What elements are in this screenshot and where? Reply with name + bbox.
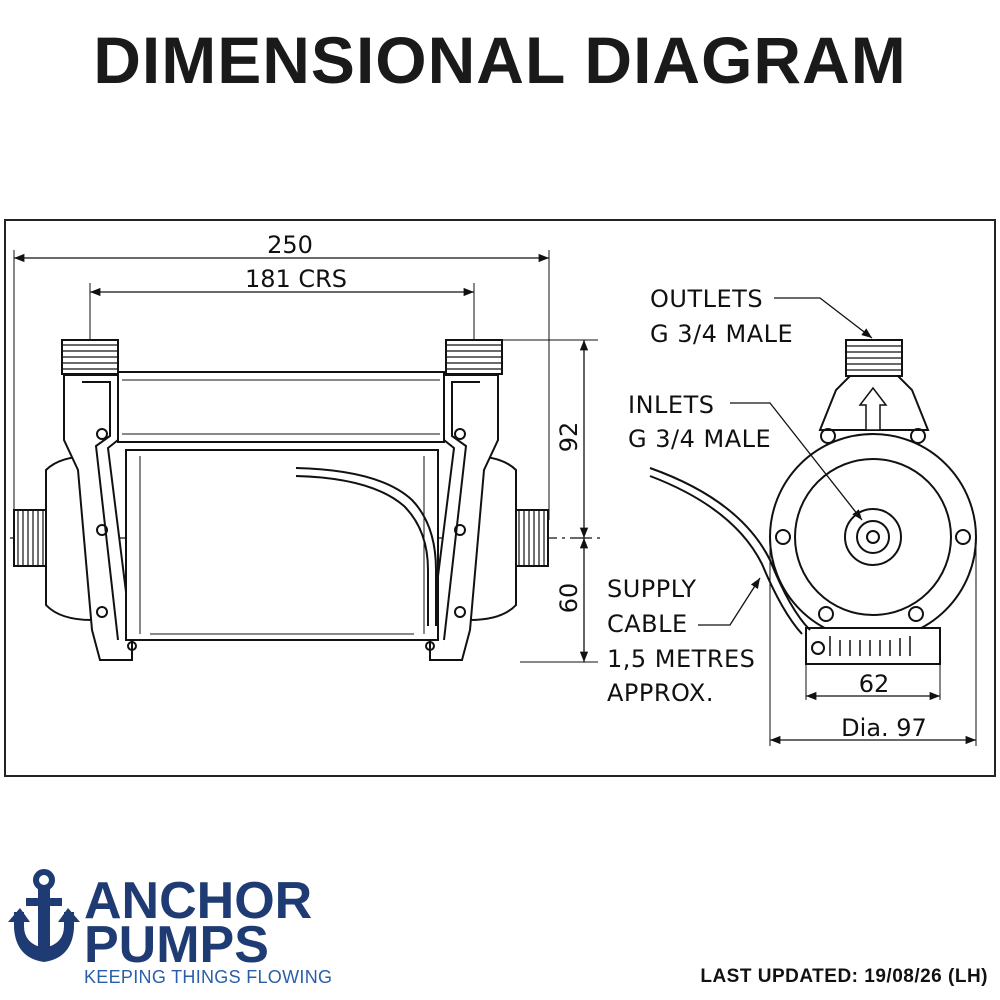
inlets-label: INLETS (628, 391, 714, 419)
page-title: DIMENSIONAL DIAGRAM (93, 23, 907, 97)
pump-end-view (649, 339, 977, 665)
supply-cable-label-3: 1,5 METRES (607, 645, 755, 673)
dim-base-width: 62 (859, 670, 890, 698)
dim-height-lower: 60 (555, 583, 583, 614)
pump-side-view (10, 250, 600, 661)
drawing-frame (4, 219, 996, 777)
brand-line-1: ANCHOR (84, 872, 312, 930)
inlets-thread-label: G 3/4 MALE (628, 425, 771, 453)
brand-line-2: PUMPS (84, 916, 269, 974)
supply-cable-label-2: CABLE (607, 610, 688, 638)
dim-overall-length: 250 (267, 231, 313, 259)
outlets-label: OUTLETS (650, 285, 763, 313)
dim-diameter: Dia. 97 (841, 714, 927, 742)
anchor-icon (8, 869, 80, 962)
dim-centres: 181 CRS (245, 265, 347, 293)
dim-height-upper: 92 (555, 422, 583, 453)
supply-cable-label-4: APPROX. (607, 679, 714, 707)
supply-cable-label-1: SUPPLY (607, 575, 697, 603)
last-updated: LAST UPDATED: 19/08/26 (LH) (700, 966, 988, 987)
brand-tagline: KEEPING THINGS FLOWING (84, 967, 333, 987)
outlets-thread-label: G 3/4 MALE (650, 320, 793, 348)
